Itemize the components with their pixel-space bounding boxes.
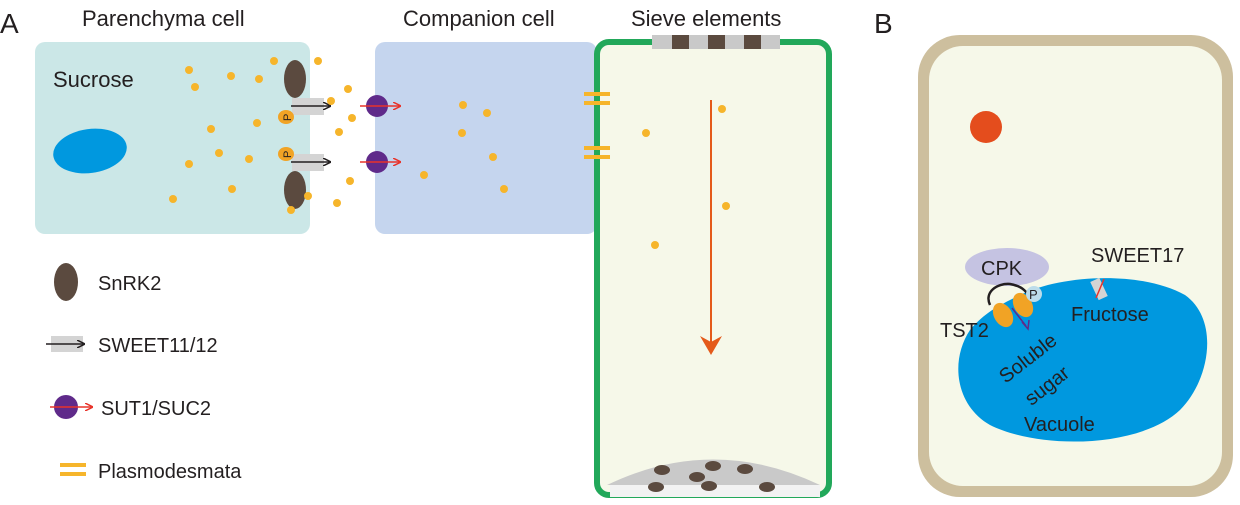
sweet-transporter-upper: P (278, 98, 330, 124)
snrk2-lower (284, 171, 306, 209)
tst2-phospho-site (1026, 286, 1042, 302)
sweet17-transporter (1090, 277, 1108, 301)
phospho-site-upper (278, 110, 294, 124)
legend-snrk2-icon (54, 263, 78, 301)
sieve-plate-bottom (607, 459, 820, 497)
parenchyma-nucleus (53, 128, 127, 174)
phospho-site-lower (278, 147, 294, 161)
phloem-flow-arrow (700, 100, 722, 355)
cpk-label: CPK (981, 258, 1023, 280)
organelle (970, 111, 1002, 143)
sut-transporter-lower (360, 151, 400, 173)
sieve-title: Sieve elements (631, 6, 781, 31)
plasmodesmata-lower (584, 146, 610, 159)
legend: SnRK2 SWEET11/12 SUT1/SUC2 Plasmodesmata (46, 263, 242, 483)
fructose-label: Fructose (1071, 304, 1149, 326)
tst2-phospho-label: P (1029, 287, 1038, 302)
tst2-label: TST2 (940, 320, 989, 342)
sut-transporter-upper (360, 95, 400, 117)
legend-sut-label: SUT1/SUC2 (101, 398, 211, 420)
legend-sweet-icon (46, 336, 84, 352)
cpk-kinase (965, 248, 1049, 286)
vacuole-label: Vacuole (1024, 414, 1095, 436)
sucrose-molecules (169, 57, 730, 249)
companion-cell (375, 42, 597, 234)
legend-plasmodesmata-icon (60, 463, 86, 476)
parenchyma-title: Parenchyma cell (82, 6, 245, 31)
plasmodesmata-upper (584, 92, 610, 105)
sucrose-label: Sucrose (53, 67, 134, 92)
sieve-element (594, 39, 832, 498)
panel-b-label: B (874, 8, 893, 39)
companion-title: Companion cell (403, 6, 555, 31)
panel-a-label: A (0, 8, 19, 39)
sieve-plate-top (652, 35, 780, 49)
legend-plasmodesmata-label: Plasmodesmata (98, 461, 242, 483)
phospho-label-upper: P (282, 114, 294, 121)
legend-snrk2-label: SnRK2 (98, 273, 161, 295)
sweet-transporter-lower: P (278, 147, 330, 171)
sweet17-label: SWEET17 (1091, 245, 1184, 267)
legend-sweet-label: SWEET11/12 (98, 335, 218, 357)
phospho-label-lower: P (282, 151, 294, 158)
snrk2-upper (284, 60, 306, 98)
legend-sut-icon (50, 395, 92, 419)
parenchyma-cell (35, 42, 310, 234)
